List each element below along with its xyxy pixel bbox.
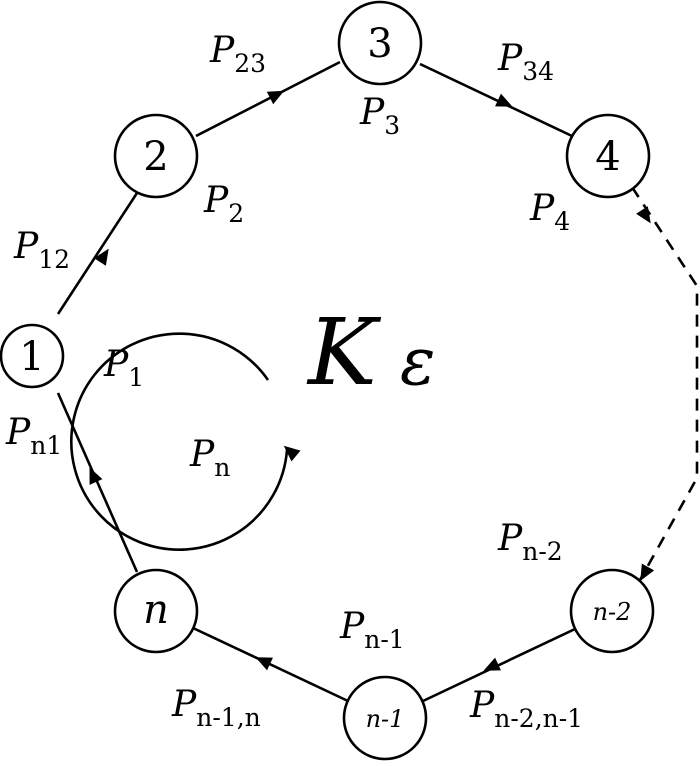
node-3: 3 — [337, 0, 423, 86]
node-4: 4 — [565, 113, 651, 199]
center-cycle: K ε — [70, 299, 435, 551]
node-2: 2 — [113, 113, 199, 199]
label-pn1n: Pn-1,n — [171, 684, 261, 732]
edge-4-n2-dashed — [630, 186, 699, 581]
arrow-edge-4-n2 — [636, 206, 651, 224]
node-n: n — [113, 568, 199, 654]
circular-arrow — [70, 332, 289, 551]
label-pnm2: Pn-2 — [497, 518, 563, 566]
label-p3: P3 — [359, 92, 400, 140]
edge-2-3 — [195, 60, 341, 138]
edge-labels: P12 P23 P34 Pn-2,n-1 Pn-1,n Pn1 — [5, 30, 583, 733]
node-n-2-label: n-2 — [593, 598, 632, 626]
node-labels: P1 P2 P3 P4 Pn Pn-1 Pn-2 — [103, 92, 570, 654]
center-k-symbol: K — [306, 299, 382, 406]
center-epsilon-symbol: ε — [400, 323, 435, 400]
label-p4: P4 — [529, 188, 570, 236]
label-pn: Pn — [189, 434, 230, 482]
edge-3-4 — [419, 62, 573, 138]
arrow-edge-1-2 — [94, 248, 109, 266]
label-p1: P1 — [103, 344, 144, 392]
label-p2: P2 — [203, 180, 244, 228]
arrow-edge-4-n2-end — [640, 563, 655, 581]
label-p12: P12 — [13, 226, 70, 274]
nodes: 1 2 3 4 n n-1 n-2 — [0, 0, 655, 761]
arrow-edge-n2-n1 — [483, 657, 501, 671]
label-pn1: Pn1 — [5, 412, 62, 460]
node-n-2: n-2 — [569, 568, 655, 654]
arrow-edge-n1-n — [255, 657, 273, 671]
node-n-1: n-1 — [342, 675, 428, 761]
circular-arrow-head — [283, 445, 301, 462]
label-p23: P23 — [209, 30, 266, 78]
arrowheads — [89, 90, 655, 671]
node-n-label: n — [143, 587, 169, 633]
node-2-label: 2 — [143, 134, 168, 180]
label-pn2n1: Pn-2,n-1 — [469, 685, 583, 733]
node-n-1-label: n-1 — [366, 705, 405, 733]
edges — [56, 60, 699, 703]
edge-n-1 — [56, 392, 139, 573]
label-p34: P34 — [497, 38, 554, 86]
node-4-label: 4 — [595, 134, 620, 180]
edge-n1-n — [192, 626, 349, 703]
label-pnm1: Pn-1 — [339, 606, 405, 654]
node-3-label: 3 — [367, 21, 392, 67]
arrow-edge-n-1 — [89, 467, 103, 485]
edge-1-2 — [56, 192, 139, 315]
arrow-edge-2-3 — [266, 90, 285, 105]
node-1: 1 — [0, 323, 65, 389]
edge-n2-n1 — [422, 627, 576, 703]
node-1-label: 1 — [19, 334, 44, 380]
arrow-edge-3-4 — [495, 93, 513, 107]
